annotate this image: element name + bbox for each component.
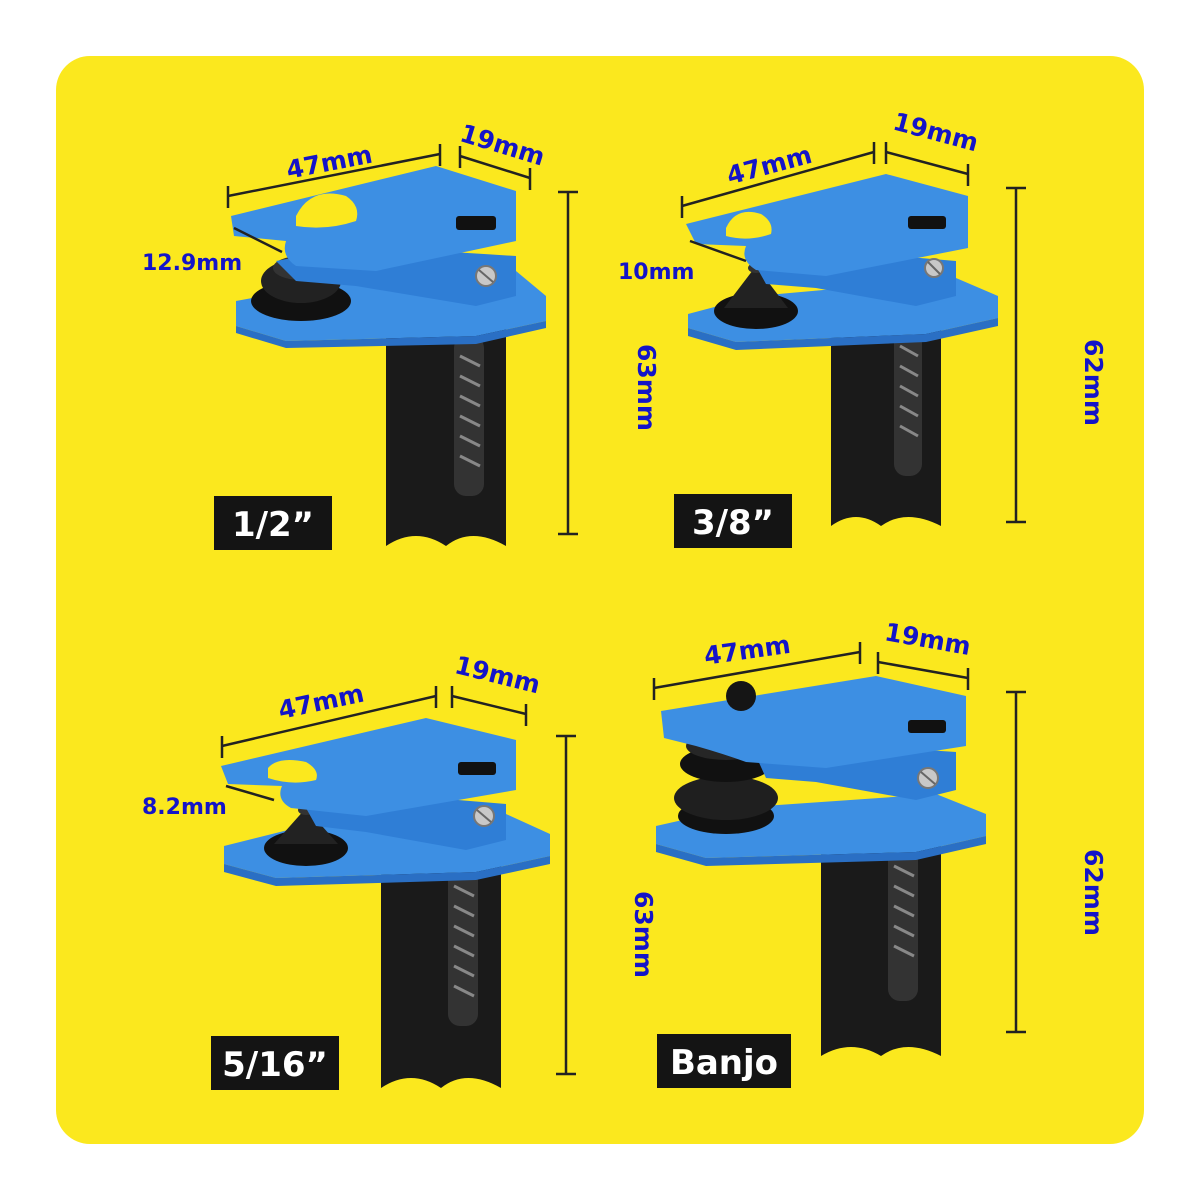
size-label-box — [674, 494, 792, 548]
size-label: 5/16” — [222, 1045, 328, 1085]
dimension-lines — [220, 686, 576, 1076]
black-stem — [831, 314, 941, 526]
product-banjo: 47mm 19mm 62mm Banjo — [652, 617, 1108, 1088]
upper-plate — [686, 174, 968, 276]
upper-plate — [221, 718, 516, 816]
height-dimension: 63mm — [632, 344, 661, 431]
black-stem — [386, 316, 506, 546]
size-label: 3/8” — [692, 503, 774, 543]
size-label-box — [211, 1036, 339, 1090]
size-label-box — [214, 496, 332, 550]
dimension-lines — [652, 642, 1026, 1034]
black-stem — [821, 826, 941, 1056]
product-five-sixteenths-inch: 47mm 19mm 63mm 8.2mm 5/16” — [142, 650, 658, 1090]
height-dimension: 63mm — [629, 891, 658, 978]
product-illustration: 47mm 19mm 63mm 12.9mm 1/2” — [56, 56, 1144, 1144]
size-label: Banjo — [670, 1043, 778, 1083]
size-label: 1/2” — [232, 505, 314, 545]
dimension-lines — [226, 144, 578, 536]
upper-plate — [231, 166, 516, 271]
size-label-box — [657, 1034, 791, 1088]
product-image-panel: 47mm 19mm 63mm 12.9mm 1/2” — [56, 56, 1144, 1144]
height-dimension: 62mm — [1079, 339, 1108, 426]
yellow-background — [56, 56, 1144, 1144]
opening-dimension: 12.9mm — [142, 251, 242, 276]
black-stem — [381, 846, 501, 1088]
height-dimension: 62mm — [1079, 849, 1108, 936]
dimension-lines — [680, 142, 1026, 524]
opening-dimension: 10mm — [618, 260, 694, 285]
opening-dimension: 8.2mm — [142, 795, 227, 820]
product-three-eighths-inch: 47mm 19mm 62mm 10mm 3/8” — [618, 107, 1108, 548]
banjo-bolt-knob — [726, 681, 756, 711]
